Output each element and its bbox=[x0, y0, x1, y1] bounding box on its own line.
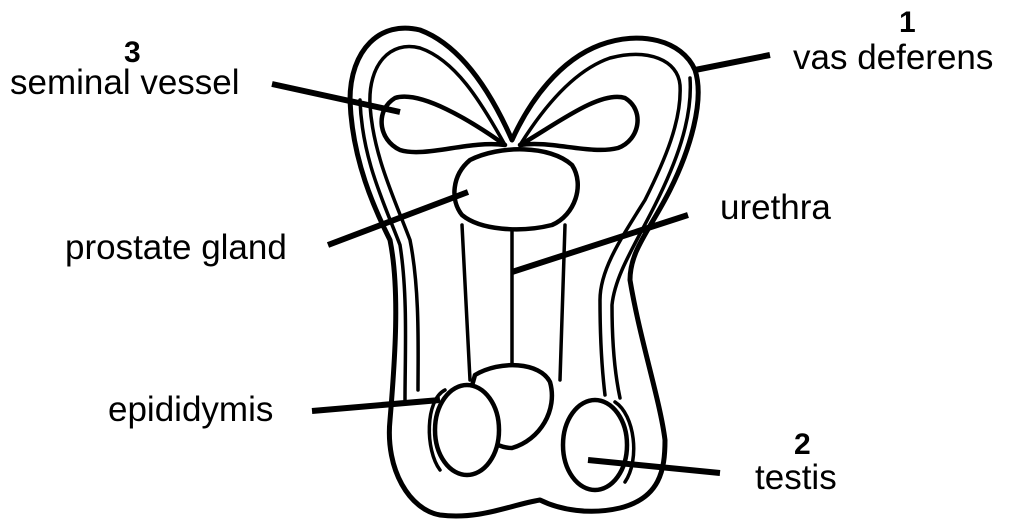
prostate-gland-shape bbox=[454, 149, 577, 229]
urethra-tube-right bbox=[560, 225, 565, 380]
leader-epididymis bbox=[312, 400, 440, 411]
testis-number: 2 bbox=[794, 430, 811, 460]
seminal-vessel-right bbox=[520, 97, 638, 150]
testis-label: testis bbox=[755, 460, 837, 495]
urethra-tube-left bbox=[462, 225, 470, 380]
leader-vas-deferens bbox=[695, 55, 770, 70]
urethra-label: urethra bbox=[720, 190, 831, 225]
testis-left bbox=[435, 385, 499, 475]
epididymis-label: epididymis bbox=[108, 392, 273, 427]
prostate-gland-label: prostate gland bbox=[65, 230, 287, 265]
testis-right bbox=[563, 400, 627, 490]
seminal-vessel-label: seminal vessel bbox=[10, 65, 240, 100]
vas-deferens-number: 1 bbox=[899, 8, 916, 38]
seminal-vessel-left bbox=[382, 97, 505, 152]
leader-seminal-vessel bbox=[272, 84, 400, 112]
vas-deferens-label: vas deferens bbox=[793, 40, 993, 75]
